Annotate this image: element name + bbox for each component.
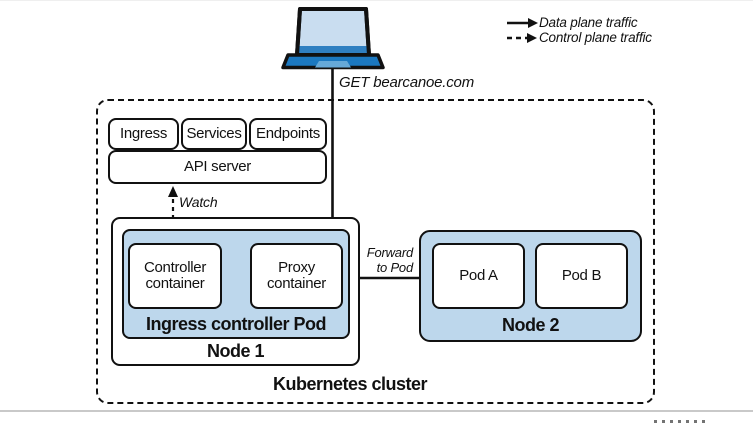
pod-b-box: Pod B [535,243,628,309]
node2-label: Node 2 [501,315,560,335]
api-server-label: API server [183,158,252,176]
pod-a-label: Pod A [459,267,498,285]
watch-label: Watch [179,194,218,210]
pod-a-box: Pod A [432,243,525,309]
page-top-hairline [0,0,753,1]
pod-b-label: Pod B [561,267,602,285]
proxy-container-box: Proxy container [250,243,343,309]
controller-container-box: Controller container [128,243,222,309]
services-resource-box: Services [181,118,247,150]
legend-control-plane-arrow [507,33,537,43]
endpoints-resource-label: Endpoints [255,125,321,143]
kubernetes-cluster-label: Kubernetes cluster [272,374,428,394]
page-bottom-rule [0,410,753,412]
legend-data-plane-arrow [507,18,538,28]
kubernetes-cluster-box [96,99,655,404]
controller-container-label: Controller container [143,259,207,292]
ingress-resource-box: Ingress [108,118,179,150]
node1-label: Node 1 [206,341,265,361]
api-server-box: API server [108,150,327,184]
forward-to-pod-label: Forward to Pod [366,245,413,275]
ingress-resource-label: Ingress [119,125,168,143]
endpoints-resource-box: Endpoints [249,118,327,150]
laptop-icon [281,7,385,70]
legend-data-plane-label: Data plane traffic [539,15,638,30]
request-label: GET bearcanoe.com [339,74,474,91]
legend-control-plane-label: Control plane traffic [539,30,652,45]
services-resource-label: Services [186,125,242,143]
proxy-container-label: Proxy container [266,259,326,292]
ingress-controller-pod-label: Ingress controller Pod [145,314,327,334]
clipped-caption-fragment [654,420,706,423]
